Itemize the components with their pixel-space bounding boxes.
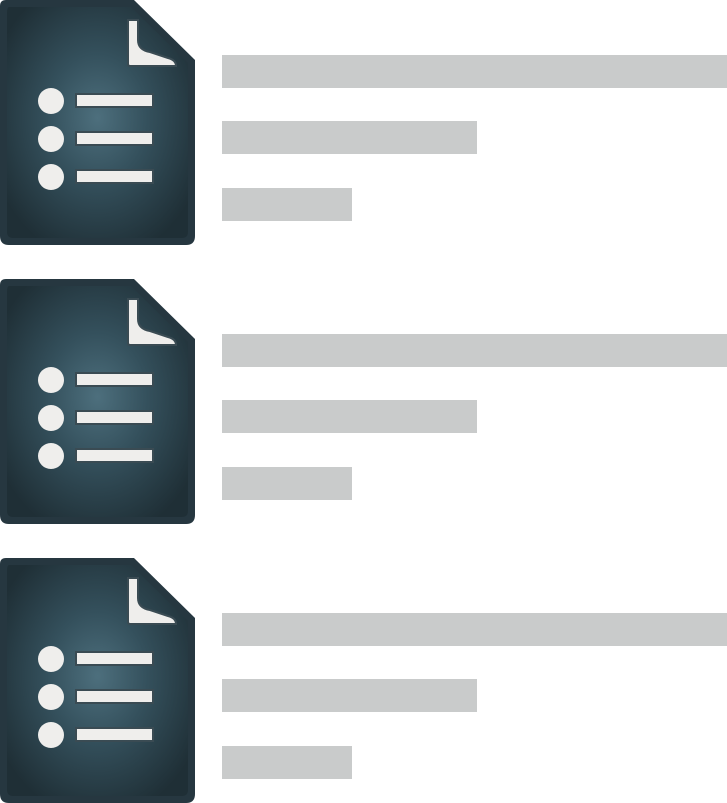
list-item[interactable] bbox=[0, 279, 727, 524]
placeholder-line-medium bbox=[222, 679, 477, 712]
list-item[interactable] bbox=[0, 558, 727, 803]
placeholder-line-medium bbox=[222, 121, 477, 154]
document-list-icon bbox=[0, 0, 195, 245]
list-item[interactable] bbox=[0, 0, 727, 245]
placeholder-line-short bbox=[222, 746, 352, 779]
document-list-icon bbox=[0, 279, 195, 524]
placeholder-line-long bbox=[222, 613, 727, 646]
placeholder-line-medium bbox=[222, 400, 477, 433]
document-list-icon bbox=[0, 558, 195, 803]
placeholder-line-long bbox=[222, 55, 727, 88]
placeholder-line-long bbox=[222, 334, 727, 367]
placeholder-line-short bbox=[222, 188, 352, 221]
placeholder-line-short bbox=[222, 467, 352, 500]
